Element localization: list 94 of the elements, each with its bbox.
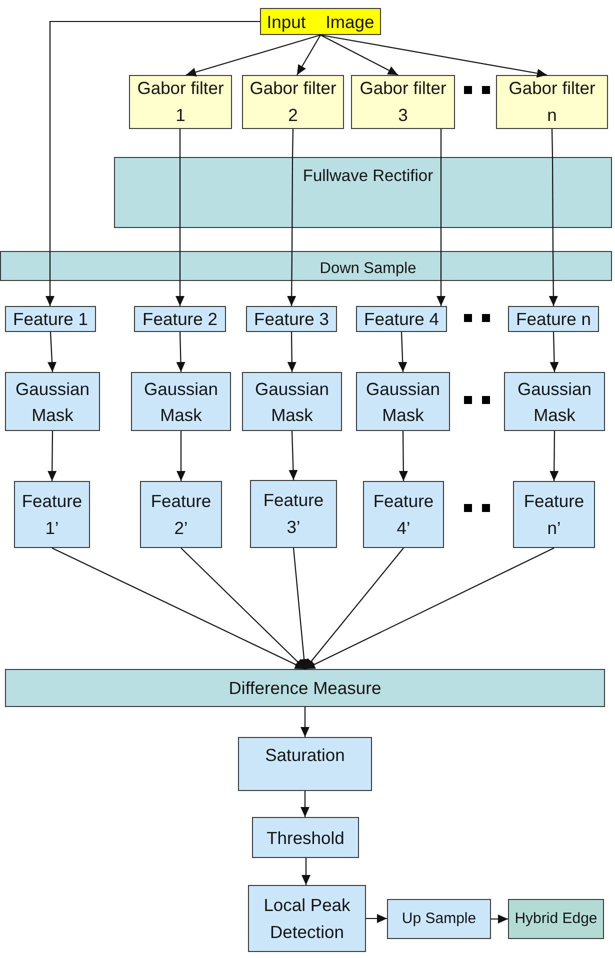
connector-line — [291, 157, 294, 251]
step-label: Fullwave Rectifior — [302, 166, 434, 187]
measure-band — [5, 669, 605, 707]
mask-box — [5, 372, 100, 431]
arrow — [296, 34, 321, 76]
arrow — [176, 251, 184, 306]
arrow — [320, 34, 548, 78]
output-label: Hybrid Edge — [514, 909, 598, 929]
feature-box — [508, 306, 599, 332]
feature-box — [140, 481, 222, 548]
filter-label: Gabor filter 2 — [248, 77, 338, 127]
output-box — [508, 899, 604, 939]
mask-label: Gaussian Mask — [254, 378, 330, 426]
arrow — [180, 548, 306, 670]
step-label: Difference Measure — [228, 677, 382, 699]
filter-box — [496, 75, 608, 129]
downsample-band — [0, 251, 612, 281]
arrow — [304, 548, 554, 670]
arrow — [304, 548, 404, 670]
mask-box — [356, 372, 450, 431]
process-box — [238, 737, 372, 791]
filter-label: Gabor filter 1 — [136, 77, 225, 127]
connector-line — [552, 157, 554, 251]
feature-label: Feature 4 — [364, 308, 439, 330]
arrow — [48, 332, 56, 372]
step-label: Up Sample — [402, 909, 476, 929]
arrow — [287, 332, 296, 372]
connector-line — [49, 20, 260, 251]
arrow — [300, 791, 310, 817]
filter-box — [242, 75, 344, 129]
feature-box — [5, 306, 96, 332]
arrow — [176, 332, 186, 372]
feature-label: Feature 2 — [142, 308, 218, 330]
arrow — [436, 251, 446, 306]
feature-label: Feature 1 — [13, 308, 88, 330]
feature-label: Feature n — [516, 308, 591, 330]
arrow — [550, 332, 559, 372]
connector-line — [551, 129, 554, 157]
input-label: Input Image — [266, 10, 374, 32]
mask-box — [504, 372, 605, 431]
connector-line — [440, 157, 442, 251]
connector-line — [179, 129, 181, 157]
arrow — [366, 914, 387, 923]
connector-line — [292, 129, 294, 157]
feature-box — [134, 306, 226, 332]
arrow — [288, 430, 298, 480]
feature-label: Feature 2’ — [150, 490, 212, 540]
filter-label: Gabor filter 3 — [358, 77, 448, 127]
mask-label: Gaussian Mask — [143, 378, 219, 426]
feature-box — [246, 306, 337, 332]
arrow — [186, 34, 321, 76]
step-label: Threshold — [266, 826, 344, 848]
mask-box — [131, 372, 231, 431]
input-box — [260, 8, 381, 35]
arrow — [320, 34, 398, 76]
arrow — [52, 548, 306, 670]
rectifier-band — [114, 157, 612, 228]
feature-box — [356, 306, 447, 332]
step-label: Local Peak Detection — [262, 894, 352, 944]
feature-label: Feature 1’ — [20, 490, 84, 540]
connector-line — [179, 157, 181, 251]
feature-box — [513, 481, 595, 548]
step-label: Saturation — [265, 744, 345, 767]
feature-box — [14, 481, 90, 548]
filter-box — [351, 75, 455, 129]
filter-label: Gabor filter n — [508, 77, 596, 127]
arrow — [292, 548, 309, 670]
arrow — [548, 251, 558, 306]
mask-box — [242, 372, 342, 431]
feature-label: Feature n’ — [522, 490, 586, 540]
feature-box — [250, 480, 337, 548]
arrow — [550, 431, 559, 481]
filter-box — [129, 75, 232, 129]
arrow — [176, 431, 186, 481]
mask-label: Gaussian Mask — [516, 378, 592, 426]
feature-label: Feature 4’ — [372, 490, 435, 540]
process-box — [248, 885, 366, 952]
arrow — [398, 332, 408, 372]
arrow — [48, 431, 57, 481]
feature-label: Feature 3 — [254, 308, 329, 330]
connector-line — [440, 129, 442, 157]
feature-label: Feature 3’ — [262, 489, 325, 539]
arrow — [46, 251, 54, 306]
feature-box — [363, 481, 444, 548]
arrow — [491, 914, 508, 924]
arrow — [287, 251, 296, 306]
process-box — [252, 817, 359, 858]
arrow — [398, 431, 408, 481]
arrow — [302, 858, 310, 885]
mask-label: Gaussian Mask — [14, 378, 90, 426]
process-box — [387, 899, 491, 939]
arrow — [300, 707, 310, 737]
step-label: Down Sample — [320, 259, 416, 279]
mask-label: Gaussian Mask — [365, 378, 441, 426]
